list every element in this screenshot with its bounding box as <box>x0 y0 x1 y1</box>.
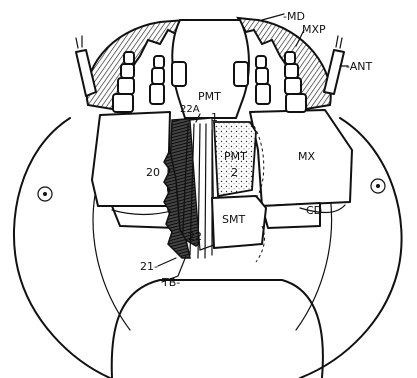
antenna-right <box>324 36 344 94</box>
leader-21 <box>158 258 176 266</box>
label-tb: TB- <box>161 276 180 289</box>
occipital-plate <box>112 280 323 378</box>
label-smt: SMT <box>222 213 245 226</box>
leader-md <box>262 14 284 20</box>
glossa-right <box>234 62 248 86</box>
label-ant: -ANT <box>346 60 372 73</box>
labial-palp-right <box>256 56 270 104</box>
label-md: -MD <box>283 10 305 23</box>
antennal-socket-right-inner <box>376 184 380 188</box>
label-pmt1-top: PMT <box>198 90 221 103</box>
label-20: 20 <box>146 166 160 179</box>
antennal-socket-left-inner <box>43 192 47 196</box>
label-21: 21- <box>140 260 158 273</box>
label-22: 22 <box>188 230 202 243</box>
label-cd: CD <box>306 204 322 217</box>
label-mxp: MXP <box>302 23 326 36</box>
label-pmt2-bottom: 2 <box>231 166 238 179</box>
mandible-left <box>87 20 185 110</box>
maxilla-left <box>92 112 172 206</box>
label-mx: MX <box>298 150 315 163</box>
label-pmt2-top: PMT <box>224 150 247 163</box>
label-22a: 22A <box>180 104 200 115</box>
glossa-left <box>172 62 186 86</box>
labial-palp-left <box>150 56 164 104</box>
label-pmt1-bottom: 1 <box>211 111 218 124</box>
